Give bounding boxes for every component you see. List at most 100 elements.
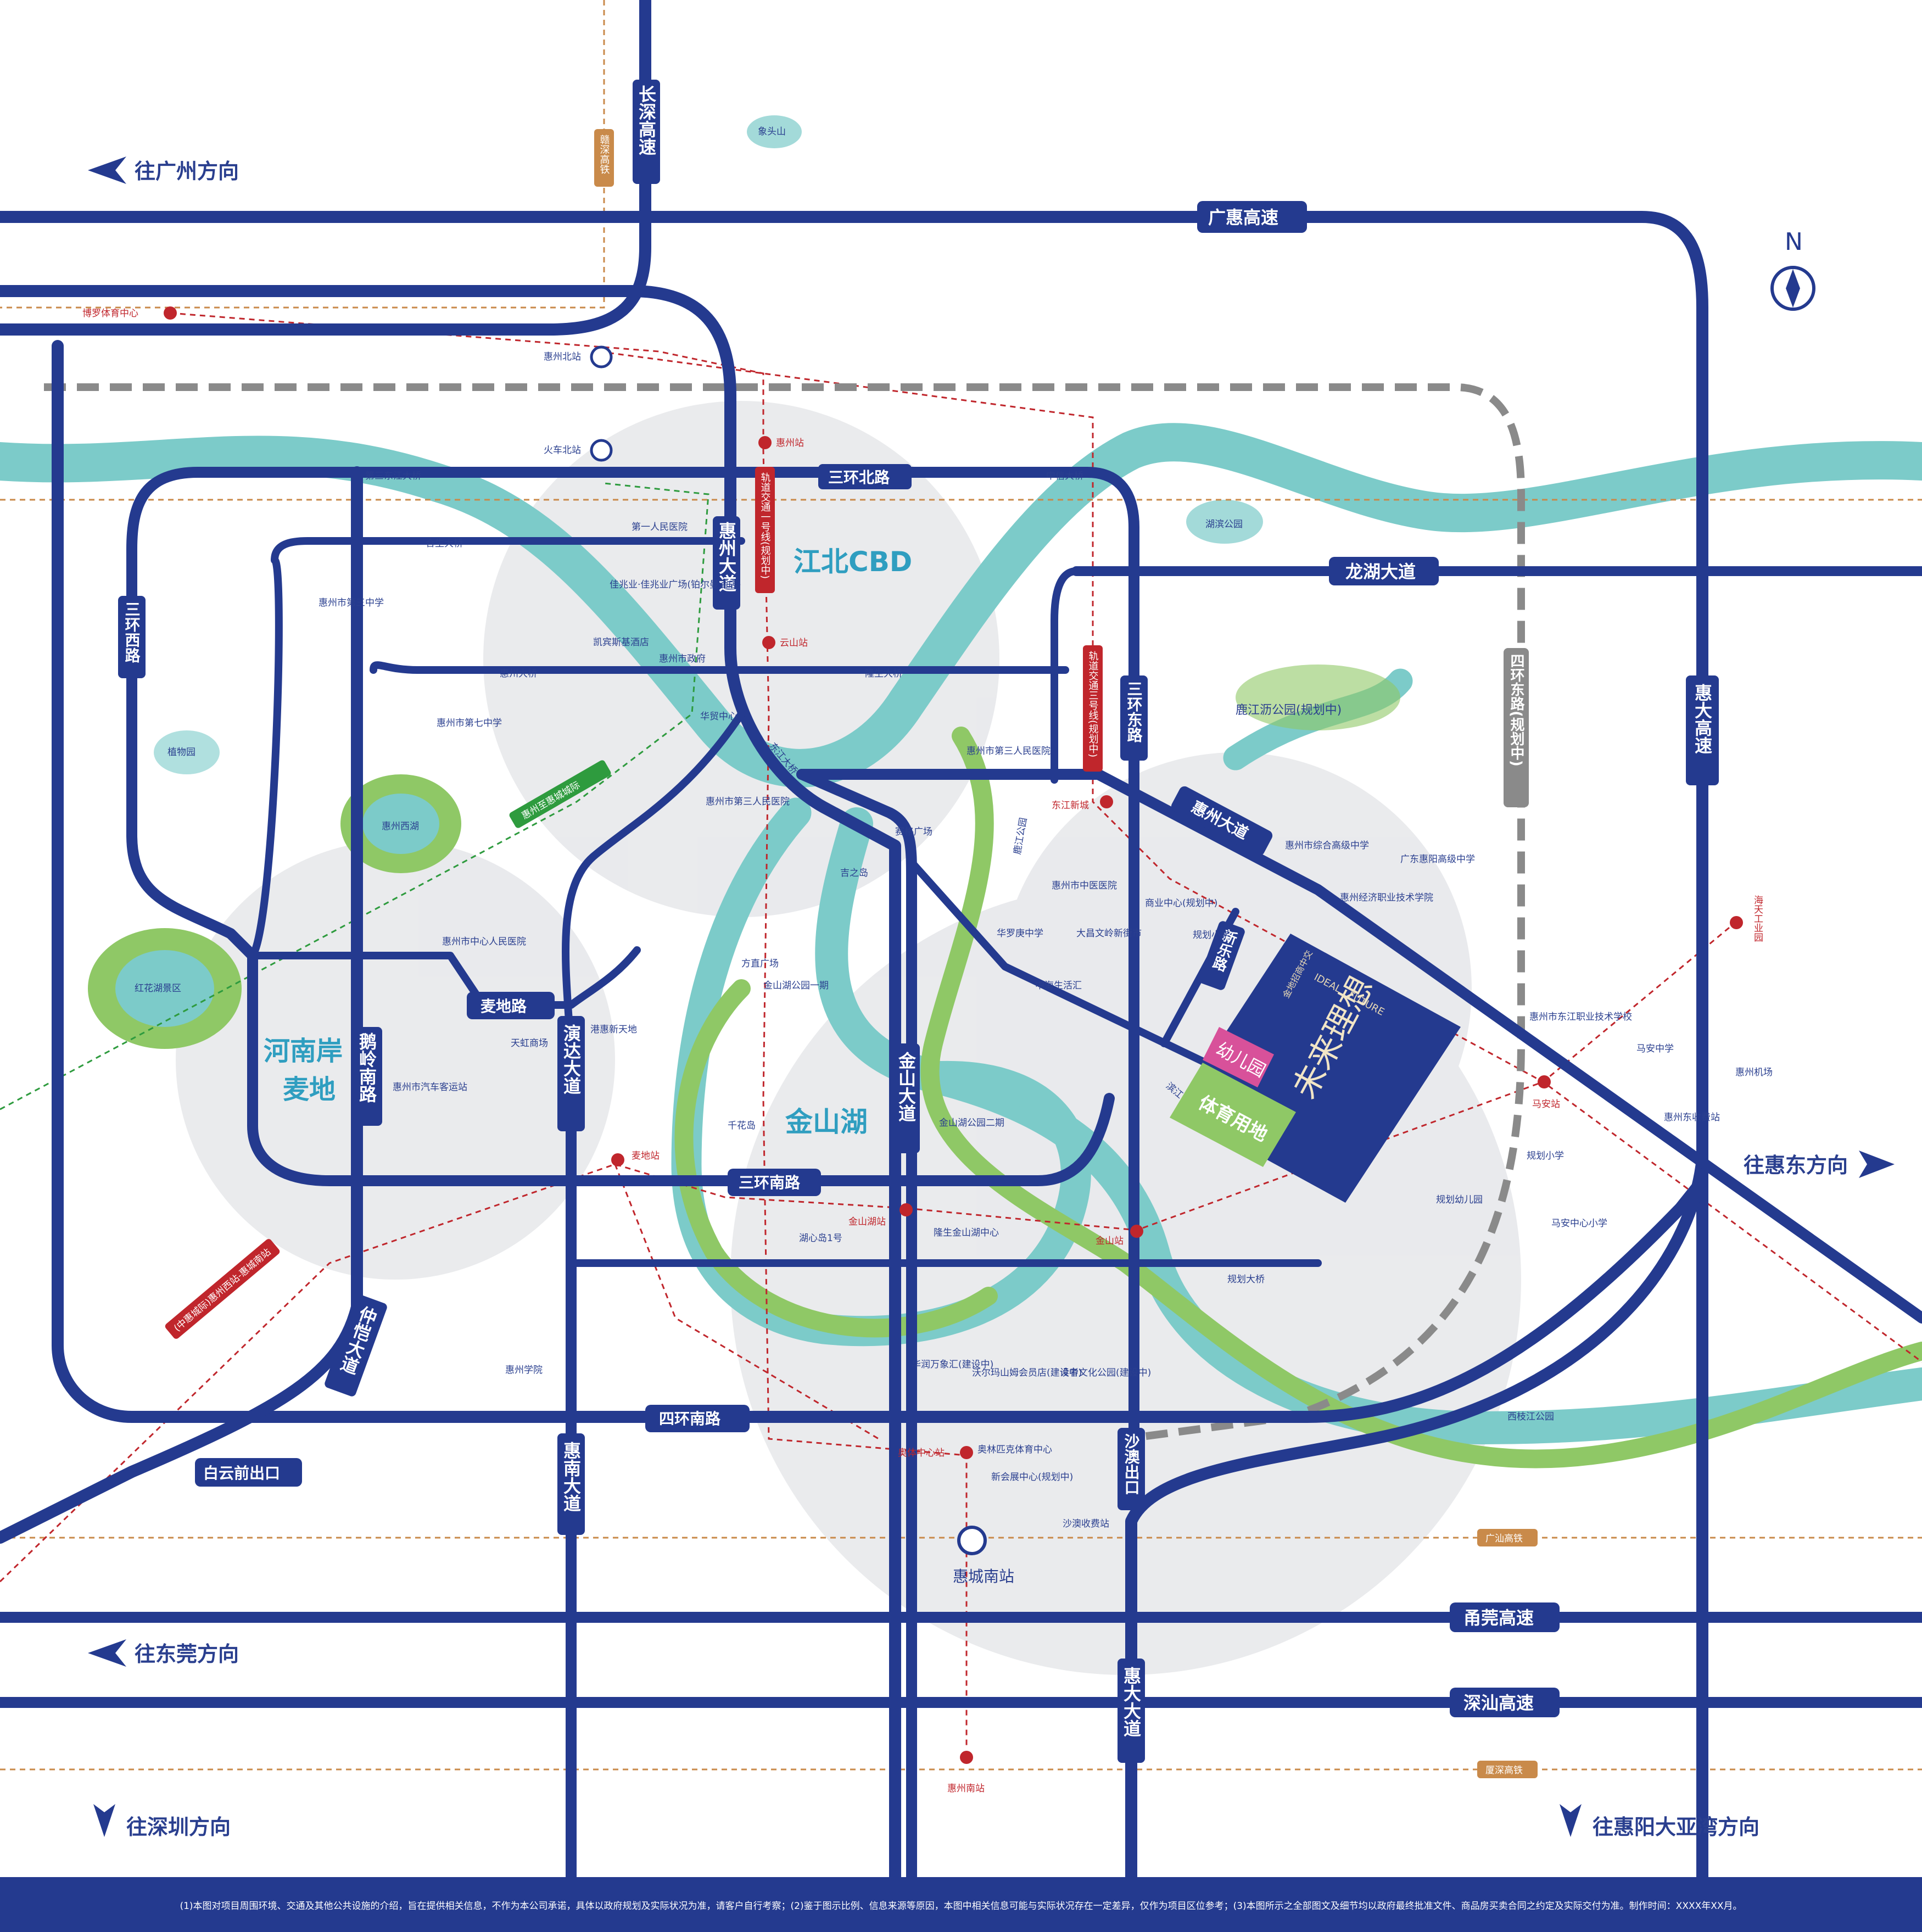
maidi-shield: 麦地路 bbox=[480, 997, 527, 1015]
dir-huidong: 往惠东方向 bbox=[1744, 1153, 1848, 1177]
station-maan: 马安站 bbox=[1532, 1099, 1560, 1110]
label-longfeng-bridge: 隆生大桥 bbox=[865, 668, 902, 679]
poi-duzhe: 读者文化公园(建设中) bbox=[1060, 1367, 1151, 1378]
guangshan-badge: 广汕高铁 bbox=[1485, 1533, 1523, 1544]
poi-jingji: 惠州经济职业技术学院 bbox=[1340, 892, 1433, 903]
poi-gov: 惠州市政府 bbox=[659, 654, 706, 665]
poi-guihua-xiaoxue2: 规划小学 bbox=[1527, 1151, 1564, 1162]
huidadadao-shield: 惠大大道 bbox=[1121, 1667, 1142, 1737]
label-zhongxin-bridge: 中信大桥 bbox=[1046, 471, 1083, 482]
footer-disclaimer: (1)本图对项目周围环境、交通及其他公共设施的介绍，旨在提供相关信息，不作为本公… bbox=[0, 1877, 1922, 1932]
station-huizhou-north: 惠州北站 bbox=[544, 351, 581, 362]
road-network bbox=[0, 0, 1922, 1883]
poi-maan-xiaoxue: 马安中心小学 bbox=[1551, 1218, 1607, 1229]
station-haitian: 海天工业园 bbox=[1752, 895, 1763, 942]
label-hesheng-bridge: 合生大桥 bbox=[426, 538, 463, 549]
poi-zonghe: 惠州市综合高级中学 bbox=[1285, 840, 1369, 851]
poi-maan-zhongxue: 马安中学 bbox=[1636, 1043, 1674, 1054]
shaao-shield: 沙澳出口 bbox=[1122, 1433, 1141, 1495]
poi-tianhong: 天虹商场 bbox=[511, 1038, 548, 1049]
dir-guangzhou: 往广州方向 bbox=[135, 159, 239, 183]
poi-huizhou-xueyuan: 惠州学院 bbox=[505, 1365, 543, 1376]
area-henan: 河南岸 bbox=[264, 1036, 343, 1066]
poi-jinshanhu-park2: 金山湖公园二期 bbox=[939, 1118, 1004, 1129]
poi-disan-hospital: 惠州市第三人民医院 bbox=[706, 796, 790, 807]
sanhuan-dong-shield: 三环东路 bbox=[1125, 681, 1143, 742]
poi-aolinpike: 奥林匹克体育中心 bbox=[977, 1444, 1052, 1455]
poi-dachang: 大昌文岭新街市 bbox=[1076, 928, 1142, 939]
poi-shoufei-huidong: 惠州东收费站 bbox=[1664, 1112, 1720, 1123]
area-cbd: 江北CBD bbox=[794, 546, 912, 578]
poi-huaruo: 华罗庚中学 bbox=[997, 928, 1043, 939]
poi-jizhidao: 吉之岛 bbox=[840, 868, 868, 879]
poi-huamao: 华贸中心 bbox=[700, 711, 737, 722]
baiyunqian-shield: 白云前出口 bbox=[203, 1464, 280, 1482]
poi-zhonghai: 中海生活汇 bbox=[1035, 980, 1082, 991]
huida-gaosu-shield: 惠大高速 bbox=[1692, 684, 1713, 754]
poi-lujiangli: 鹿江沥公园(规划中) bbox=[1236, 703, 1342, 717]
label-huixin-bridge: 惠州大桥 bbox=[500, 668, 537, 679]
longhu-shield: 龙湖大道 bbox=[1345, 561, 1416, 582]
label-disan-bridge: 第三东江大桥 bbox=[365, 471, 421, 482]
poi-jichang: 惠州机场 bbox=[1735, 1067, 1773, 1078]
shenshan-shield: 深汕高速 bbox=[1463, 1693, 1534, 1713]
poi-huiyang: 广东惠阳高级中学 bbox=[1400, 854, 1475, 865]
yanda-shield: 演达大道 bbox=[561, 1024, 582, 1095]
poi-fangzhi: 方直广场 bbox=[741, 958, 779, 969]
poi-jinshanhu-park1: 金山湖公园一期 bbox=[763, 980, 829, 991]
poi-diqi-zhongxue: 惠州市第七中学 bbox=[437, 718, 502, 729]
poi-huxindao: 湖心岛1号 bbox=[799, 1233, 842, 1244]
rail-lines bbox=[0, 0, 1922, 1771]
stations: 博罗体育中心 惠州站 云山站 东江新城 麦地站 金山湖站 金山站 奥体中心站 惠… bbox=[82, 306, 1763, 1794]
yongguan-shield: 甬莞高速 bbox=[1463, 1607, 1534, 1628]
dir-dayawan: 往惠阳大亚湾方向 bbox=[1593, 1815, 1759, 1839]
zhongkai-line-badge: (中惠城际)惠州西站-惠城南站 bbox=[172, 1247, 273, 1334]
area-jinshanhu: 金山湖 bbox=[785, 1106, 868, 1138]
ring4-planned bbox=[44, 383, 1525, 1443]
dir-dongguan: 往东莞方向 bbox=[135, 1642, 239, 1666]
poi-jiazhao: 佳兆业·佳兆业广场(铂尔曼酒店) bbox=[610, 579, 741, 590]
poi-bus-station: 惠州市汽车客运站 bbox=[393, 1082, 467, 1093]
station-dongjiang-xincheng: 东江新城 bbox=[1052, 800, 1089, 811]
station-huizhou-south: 惠州南站 bbox=[947, 1783, 985, 1794]
poi-zhongxin-hospital: 惠州市中心人民医院 bbox=[442, 936, 526, 947]
label-lujiang-road: 鹿江公园 bbox=[1012, 817, 1030, 855]
poi-zhiwuyuan: 植物园 bbox=[167, 747, 195, 758]
compass-n: N bbox=[1785, 228, 1803, 256]
station-train-north: 火车北站 bbox=[544, 445, 581, 456]
dir-shenzhen: 往深圳方向 bbox=[126, 1815, 231, 1839]
ganshen-badge: 赣深高铁 bbox=[599, 135, 610, 174]
eling-shield: 鹅岭南路 bbox=[356, 1032, 377, 1103]
poi-diyi-hospital: 第一人民医院 bbox=[632, 522, 688, 533]
label-guihua-bridge: 规划大桥 bbox=[1227, 1274, 1265, 1285]
station-huizhou: 惠州站 bbox=[776, 438, 804, 449]
sanhuan-xi-shield: 三环西路 bbox=[123, 601, 141, 663]
changshen-shield: 长深高速 bbox=[636, 85, 657, 155]
poi-xinhuizhan: 新会展中心(规划中) bbox=[991, 1472, 1073, 1483]
sanhuan-nan-shield: 三环南路 bbox=[739, 1174, 801, 1192]
poi-huarun: 华润万象汇(建设中) bbox=[912, 1359, 993, 1370]
station-jinshanhu: 金山湖站 bbox=[848, 1216, 886, 1227]
guanghui-shield: 广惠高速 bbox=[1208, 207, 1278, 228]
road-shields: 长深高速 广惠高速 惠州大道 三环北路 三环西路 三环东路 龙湖大道 惠大高速 … bbox=[118, 80, 1719, 1763]
poi-zhongyi-hospital: 惠州市中医医院 bbox=[1052, 880, 1117, 891]
direction-labels: 往广州方向 往东莞方向 往深圳方向 往惠东方向 往惠阳大亚湾方向 bbox=[88, 157, 1895, 1839]
project-parcel: 幼儿园 体育用地 金地招商中交 IDEAL · FUTURE 未来理想 bbox=[1170, 934, 1461, 1203]
compass: N bbox=[1770, 228, 1815, 311]
poi-xizhi-park: 西枝江公园 bbox=[1507, 1411, 1554, 1422]
poi-shaao-shoufei: 沙澳收费站 bbox=[1063, 1518, 1109, 1529]
poi-ganghui: 港惠新天地 bbox=[590, 1024, 637, 1035]
poi-guihua-xiaoxue: 规划小学 bbox=[1193, 930, 1230, 941]
poi-kaibin: 凯宾斯基酒店 bbox=[593, 637, 649, 648]
sihuan-nan-shield: 四环南路 bbox=[659, 1410, 721, 1428]
area-labels: 江北CBD 河南岸 麦地 金山湖 bbox=[264, 546, 912, 1138]
station-huicheng-south: 惠城南站 bbox=[953, 1567, 1014, 1585]
sihuan-dong-shield: 四环东路(规划中) bbox=[1508, 654, 1524, 767]
poi-shangye: 商业中心(规划中) bbox=[1145, 898, 1217, 909]
station-maidi: 麦地站 bbox=[632, 1151, 660, 1162]
station-yunshan: 云山站 bbox=[780, 638, 808, 649]
huinan-shield: 惠南大道 bbox=[561, 1442, 582, 1512]
line3-badge: 轨道交通三号线(规划中) bbox=[1087, 651, 1099, 757]
line1-badge: 轨道交通一号线(规划中) bbox=[759, 472, 771, 579]
